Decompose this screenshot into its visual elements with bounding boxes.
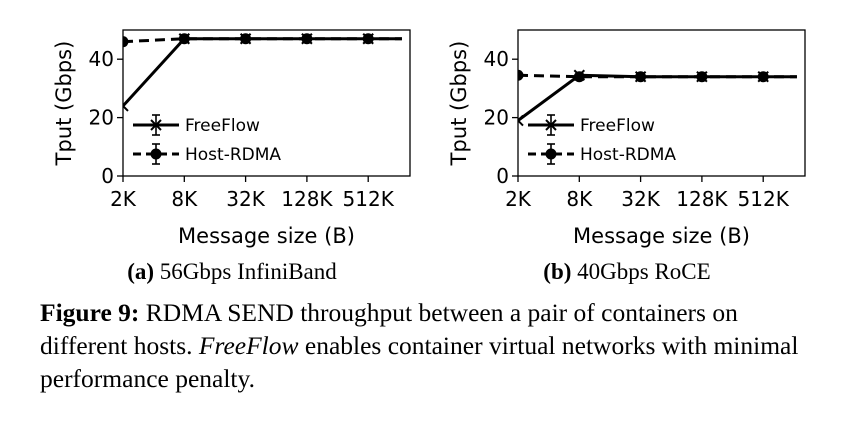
- plot-data-area: [518, 69, 797, 127]
- data-point-host-rdma: [635, 71, 647, 83]
- y-tick-label: 40: [89, 47, 114, 71]
- series-line-host-rdma: [518, 73, 797, 79]
- chart-panel-b: 0 20 40 2K 8K 32K 128K 512K Message size (B) Tput…: [447, 29, 806, 248]
- legend-marker-host-rdma: [150, 148, 162, 160]
- caption-text-1: RDMA SEND throughput between a pair of c…: [40, 298, 738, 360]
- x-tick-label: 2K: [110, 187, 137, 211]
- data-point-host-rdma: [178, 33, 190, 45]
- data-point-host-rdma: [362, 33, 374, 45]
- series-line-host-rdma: [123, 37, 402, 44]
- legend-marker-freeflow: [545, 119, 557, 131]
- figure-caption: Figure 9: RDMA SEND throughput between a…: [40, 296, 820, 395]
- legend-label-freeflow: FreeFlow: [580, 116, 655, 136]
- subcaption-a: (a) 56Gbps InfiniBand: [127, 259, 337, 284]
- x-tick-label: 128K: [281, 187, 333, 211]
- data-point-host-rdma: [518, 69, 524, 81]
- data-point-host-rdma: [240, 33, 252, 45]
- x-tick-label: 2K: [505, 187, 532, 211]
- subcaption-b: (b) 40Gbps RoCE: [543, 259, 710, 284]
- y-tick-label: 40: [484, 47, 509, 71]
- x-tick-label: 512K: [738, 187, 790, 211]
- legend-label-host-rdma: Host-RDMA: [580, 145, 676, 165]
- data-point-freeflow: [123, 100, 129, 112]
- y-axis-label: Tput (Gbps): [52, 41, 76, 167]
- caption-text-2: enables container virtual networks with …: [40, 331, 799, 393]
- legend-marker-freeflow: [150, 119, 162, 131]
- x-tick-label: 32K: [621, 187, 660, 211]
- x-tick-label: 128K: [676, 187, 728, 211]
- data-point-host-rdma: [301, 33, 313, 45]
- data-point-host-rdma: [696, 71, 708, 83]
- y-tick-label: 0: [496, 164, 509, 188]
- plot-frame: [517, 29, 806, 177]
- series-line-freeflow: [518, 73, 797, 122]
- data-point-freeflow: [518, 114, 524, 127]
- x-tick-label: 8K: [566, 187, 593, 211]
- caption-label: Figure 9:: [40, 298, 140, 327]
- x-tick-label: 8K: [171, 187, 198, 211]
- legend-marker-host-rdma: [545, 148, 557, 160]
- y-tick-label: 0: [101, 164, 114, 188]
- legend-label-freeflow: FreeFlow: [185, 116, 260, 136]
- data-point-host-rdma: [123, 36, 129, 48]
- y-axis-label: Tput (Gbps): [447, 41, 471, 167]
- series-line-freeflow: [123, 37, 402, 107]
- x-axis-label: Message size (B): [178, 224, 355, 248]
- x-tick-label: 512K: [343, 187, 395, 211]
- y-tick-label: 20: [89, 106, 114, 130]
- plot-data-area: [123, 33, 402, 112]
- data-point-host-rdma: [573, 71, 585, 83]
- caption-app-name: FreeFlow: [198, 331, 299, 360]
- x-axis-label: Message size (B): [573, 224, 750, 248]
- plot-frame: [122, 29, 411, 177]
- data-point-host-rdma: [757, 71, 769, 83]
- chart-panel-a: 0 20 40 2K 8K 32K 128K 512K Message size (B) Tput…: [52, 29, 411, 248]
- legend-label-host-rdma: Host-RDMA: [185, 145, 281, 165]
- y-tick-label: 20: [484, 106, 509, 130]
- x-tick-label: 32K: [226, 187, 265, 211]
